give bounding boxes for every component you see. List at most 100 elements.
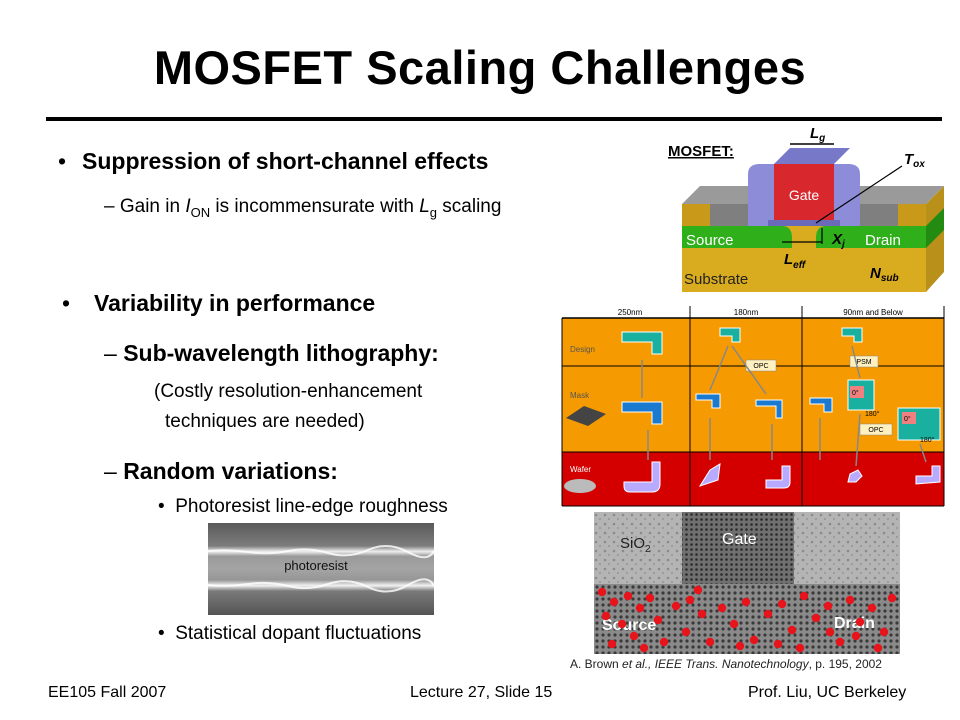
wafer-shape-180-b [765,465,791,489]
tox-pointer [815,165,903,224]
spacer-left [748,164,774,226]
table-wafer-row [562,452,944,506]
dash: – [104,458,124,484]
spacer-right [834,164,860,226]
mask-shape-180-a [695,393,721,409]
sub-bullet-lithography: – Sub-wavelength lithography: [104,340,439,366]
phase-0-label: 0° [852,389,859,397]
drain-side [926,208,944,248]
phase-0-region [850,386,864,398]
substrate-label: Substrate [684,271,748,288]
design-shape-250 [621,331,663,355]
phase-180-label-b: 180° [920,436,935,444]
isolation-left [682,204,710,226]
silicon-lattice [594,584,900,654]
dopant-atom [693,585,703,595]
photoresist-label: photoresist [284,558,348,573]
header-180nm: 180nm [734,308,759,317]
arrow-180-a [709,345,729,391]
sub-bullet-random-variations: – Random variations: [104,458,338,484]
dopant-atom [607,639,617,649]
mosfet-title: MOSFET: [668,143,734,160]
wafer-thumbnail [564,479,596,493]
dopant-atom [617,619,627,629]
dopant-atom [811,613,821,623]
opc-label-180: OPC [753,363,768,370]
gate-region [682,512,794,584]
dopant-atom [597,587,607,597]
gate-body [774,164,834,220]
tem-dopant-image: SiO2 Gate Source Drain [594,512,900,654]
phase-0-label-b: 0° [904,415,911,423]
phase-180-label: 180° [865,410,880,418]
phase-0-region-b [902,412,916,424]
dopant-atom [645,593,655,603]
row-mask: Mask [570,391,590,400]
footer-author: Prof. Liu, UC Berkeley [748,684,907,701]
mask-shape-180-b [755,399,783,419]
mask-shape-250 [621,401,663,425]
dopant-atom [887,593,897,603]
bullet-short-channel: Suppression of short-channel effects [82,148,489,174]
dopant-atom [835,637,845,647]
tem-gate-label: Gate [722,531,757,548]
dopant-atom [855,617,865,627]
gate-oxide [768,220,840,226]
footer-slide-number: Lecture 27, Slide 15 [410,684,553,701]
sio2-label: SiO2 [620,535,651,555]
dopant-atom [601,611,611,621]
dopant-atom [705,637,715,647]
gate-label: Gate [789,187,820,203]
dopant-atom [749,635,759,645]
arrow-90-d [919,443,927,463]
isolation-right [898,204,926,226]
arrow-180-b [731,345,767,395]
design-shape-180 [719,327,741,343]
bullet-variability: Variability in performance [94,290,376,316]
wafer-shape-90-b [915,465,941,485]
psm-box [849,355,879,368]
footer-course: EE105 Fall 2007 [48,684,167,701]
dopant-atom [773,639,783,649]
photoresist-sem-image: photoresist [208,523,434,615]
opc-label-90: OPC [868,427,883,434]
drain-region [816,226,926,248]
title-underline [46,117,942,121]
item-line-edge-roughness: • Photoresist line-edge roughness [158,496,448,517]
leff-label: Leff [784,251,807,271]
dopant-atom [671,601,681,611]
dopant-atom [717,603,727,613]
wafer-shape-90-a [847,469,863,483]
header-250nm: 250nm [618,308,643,317]
item-dopant-fluctuations: • Statistical dopant fluctuations [158,623,422,644]
sub-bullet-gain: – Gain in ION is incommensurate with Lg … [104,196,502,220]
dopant-atom [741,597,751,607]
wafer-shape-180-a [698,463,721,487]
dopant-atom [629,631,639,641]
lithography-note-line2: techniques are needed) [165,411,365,432]
row-design: Design [570,345,595,354]
dash: – [104,196,120,217]
arrow-90-a [851,345,861,379]
source-label: Source [686,232,734,249]
gate-top [774,148,850,164]
dash: – [104,340,124,366]
drain-label: Drain [865,232,901,249]
dopant-atom [685,595,695,605]
tox-label: Tox [904,151,925,170]
mosfet-cross-section-diagram: Gate MOSFET: Lg Tox Source Drain Xj Leff… [668,126,944,292]
mask-thumbnail [566,406,606,426]
dopant-atom [635,603,645,613]
dopant-atoms [597,585,897,653]
bullet-dot: • [158,623,176,644]
dopant-atom [867,603,877,613]
lithography-note-line1: (Costly resolution-enhancement [154,381,423,402]
dopant-atom [681,627,691,637]
dopant-atom [851,631,861,641]
dopant-atom [795,643,805,653]
tem-drain-label: Drain [834,615,875,632]
psm-label: PSM [856,359,871,366]
dopant-atom [697,609,707,619]
dopant-atom [777,599,787,609]
mask-shape-90 [809,397,833,413]
